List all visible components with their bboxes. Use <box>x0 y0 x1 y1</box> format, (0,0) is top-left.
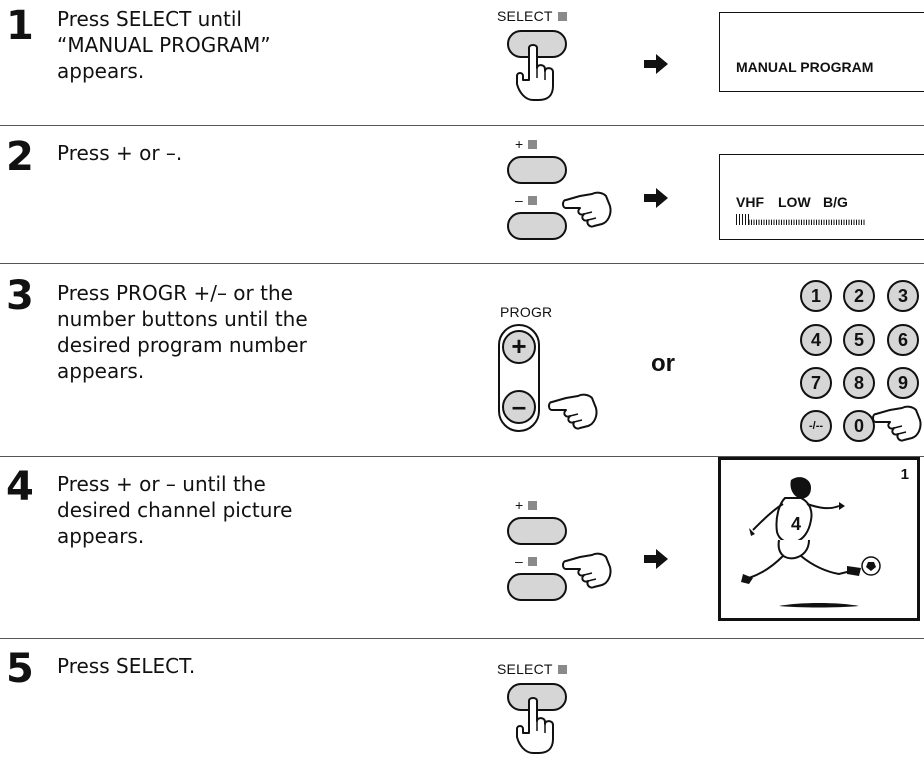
plus-button[interactable] <box>507 517 567 545</box>
number-key-4[interactable]: 4 <box>800 324 832 356</box>
pointing-hand-icon <box>872 405 922 442</box>
tuning-bar <box>736 219 866 225</box>
pointing-hand-icon <box>516 44 554 101</box>
tv-screen-display: MANUAL PROGRAM <box>719 12 924 92</box>
minus-button[interactable] <box>507 573 567 601</box>
step-number: 1 <box>6 3 34 49</box>
minus-label-text: – <box>515 192 523 208</box>
minus-label: – <box>515 192 537 208</box>
step-5: 5 Press SELECT. SELECT <box>0 639 924 768</box>
progr-minus-button[interactable]: – <box>502 390 536 424</box>
number-key-2[interactable]: 2 <box>843 280 875 312</box>
program-number: 1 <box>900 466 909 483</box>
number-key-3[interactable]: 3 <box>887 280 919 312</box>
step-2: 2 Press + or –. + – VHF LOW B/G <box>0 126 924 263</box>
football-player-image: 4 <box>741 477 881 608</box>
manual-program-text: MANUAL PROGRAM <box>736 59 874 75</box>
tv-screen-display: VHF LOW B/G <box>719 154 924 240</box>
divider <box>0 456 924 457</box>
right-arrow-icon <box>644 549 668 569</box>
divider <box>0 638 924 639</box>
step-number: 4 <box>6 464 34 510</box>
step-number: 2 <box>6 134 34 180</box>
pointing-hand-icon <box>562 552 612 589</box>
step-instruction: Press SELECT until “MANUAL PROGRAM” appe… <box>57 7 271 83</box>
number-key-9[interactable]: 9 <box>887 367 919 399</box>
divider <box>0 263 924 264</box>
minus-label: – <box>515 553 537 569</box>
right-arrow-icon <box>644 188 668 208</box>
number-key-8[interactable]: 8 <box>843 367 875 399</box>
plus-label-text: + <box>515 136 524 152</box>
number-key-dash[interactable]: -/-- <box>800 410 832 442</box>
step-number: 5 <box>6 646 34 692</box>
select-label: SELECT <box>497 8 567 24</box>
indicator-square-icon <box>528 501 538 510</box>
band-text: B/G <box>823 194 848 210</box>
plus-button[interactable] <box>507 156 567 184</box>
step-number: 3 <box>6 273 34 319</box>
divider <box>0 125 924 126</box>
select-label-text: SELECT <box>497 661 553 677</box>
jersey-number: 4 <box>791 514 801 534</box>
low-text: LOW <box>778 194 811 210</box>
indicator-square-icon <box>557 12 567 21</box>
tuning-level-fill <box>736 214 749 225</box>
right-arrow-icon <box>644 54 668 74</box>
step-instruction: Press SELECT. <box>57 654 196 678</box>
select-label-text: SELECT <box>497 8 553 24</box>
step-1: 1 Press SELECT until “MANUAL PROGRAM” ap… <box>0 0 924 125</box>
number-key-7[interactable]: 7 <box>800 367 832 399</box>
or-text: or <box>651 350 675 377</box>
pointing-hand-icon <box>548 393 598 430</box>
number-key-1[interactable]: 1 <box>800 280 832 312</box>
number-key-5[interactable]: 5 <box>843 324 875 356</box>
pointing-hand-icon <box>562 191 612 228</box>
number-key-6[interactable]: 6 <box>887 324 919 356</box>
progr-label: PROGR <box>500 304 553 320</box>
indicator-square-icon <box>528 140 538 149</box>
minus-button[interactable] <box>507 212 567 240</box>
step-instruction: Press PROGR +/– or the number buttons un… <box>57 281 308 383</box>
tv-picture-frame: 1 4 <box>718 457 920 621</box>
plus-label-text: + <box>515 497 524 513</box>
plus-label: + <box>515 136 538 152</box>
minus-label-text: – <box>515 553 523 569</box>
step-instruction: Press + or – until the desired channel p… <box>57 472 293 548</box>
plus-label: + <box>515 497 538 513</box>
select-button[interactable] <box>507 683 567 711</box>
select-label: SELECT <box>497 661 567 677</box>
progr-plus-button[interactable]: + <box>502 330 536 364</box>
number-key-0[interactable]: 0 <box>843 410 875 442</box>
step-4: 4 Press + or – until the desired channel… <box>0 457 924 638</box>
pointing-hand-icon <box>516 697 554 754</box>
indicator-square-icon <box>557 665 567 674</box>
step-3: 3 Press PROGR +/– or the number buttons … <box>0 264 924 456</box>
indicator-square-icon <box>528 196 537 205</box>
indicator-square-icon <box>528 557 537 566</box>
step-instruction: Press + or –. <box>57 141 183 165</box>
vhf-text: VHF <box>736 194 764 210</box>
